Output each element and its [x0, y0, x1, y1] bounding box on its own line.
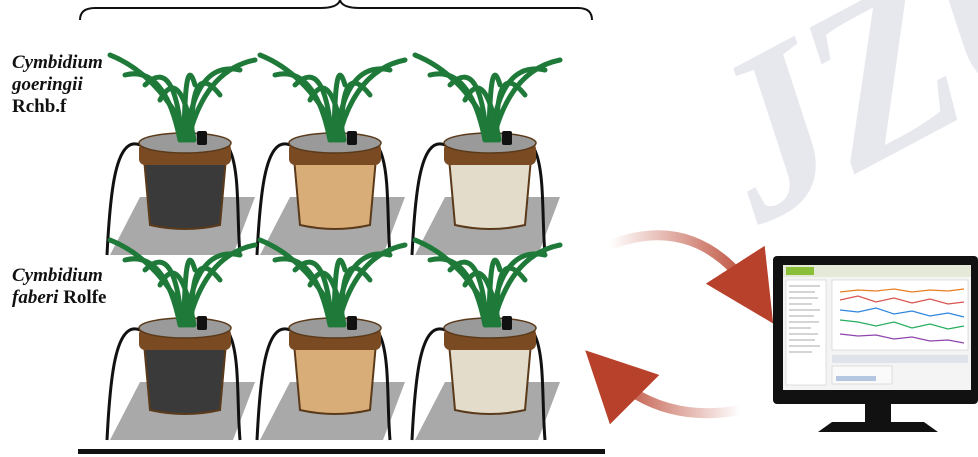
soil-sensor: [502, 316, 512, 330]
soil-sensor: [347, 131, 357, 145]
top-brace: [80, 0, 592, 20]
plant-pot-r1-c2: [257, 55, 405, 255]
plant-pot-r1-c1: [107, 55, 255, 255]
plant-pot-r1-c3: [412, 55, 560, 255]
soil-sensor: [197, 316, 207, 330]
soil-sensor: [502, 131, 512, 145]
data-arrow-from-computer: [605, 370, 740, 413]
data-arrow-to-computer: [610, 235, 758, 300]
computer-monitor-icon: [773, 256, 978, 432]
plant-pot-r2-c1: [107, 240, 255, 440]
plant-pot-r2-c2: [257, 240, 405, 440]
plant-pot-r2-c3: [412, 240, 560, 440]
soil-sensor: [197, 131, 207, 145]
soil-sensor: [347, 316, 357, 330]
pot-grid: [107, 55, 560, 440]
shelf-base: [78, 449, 605, 454]
